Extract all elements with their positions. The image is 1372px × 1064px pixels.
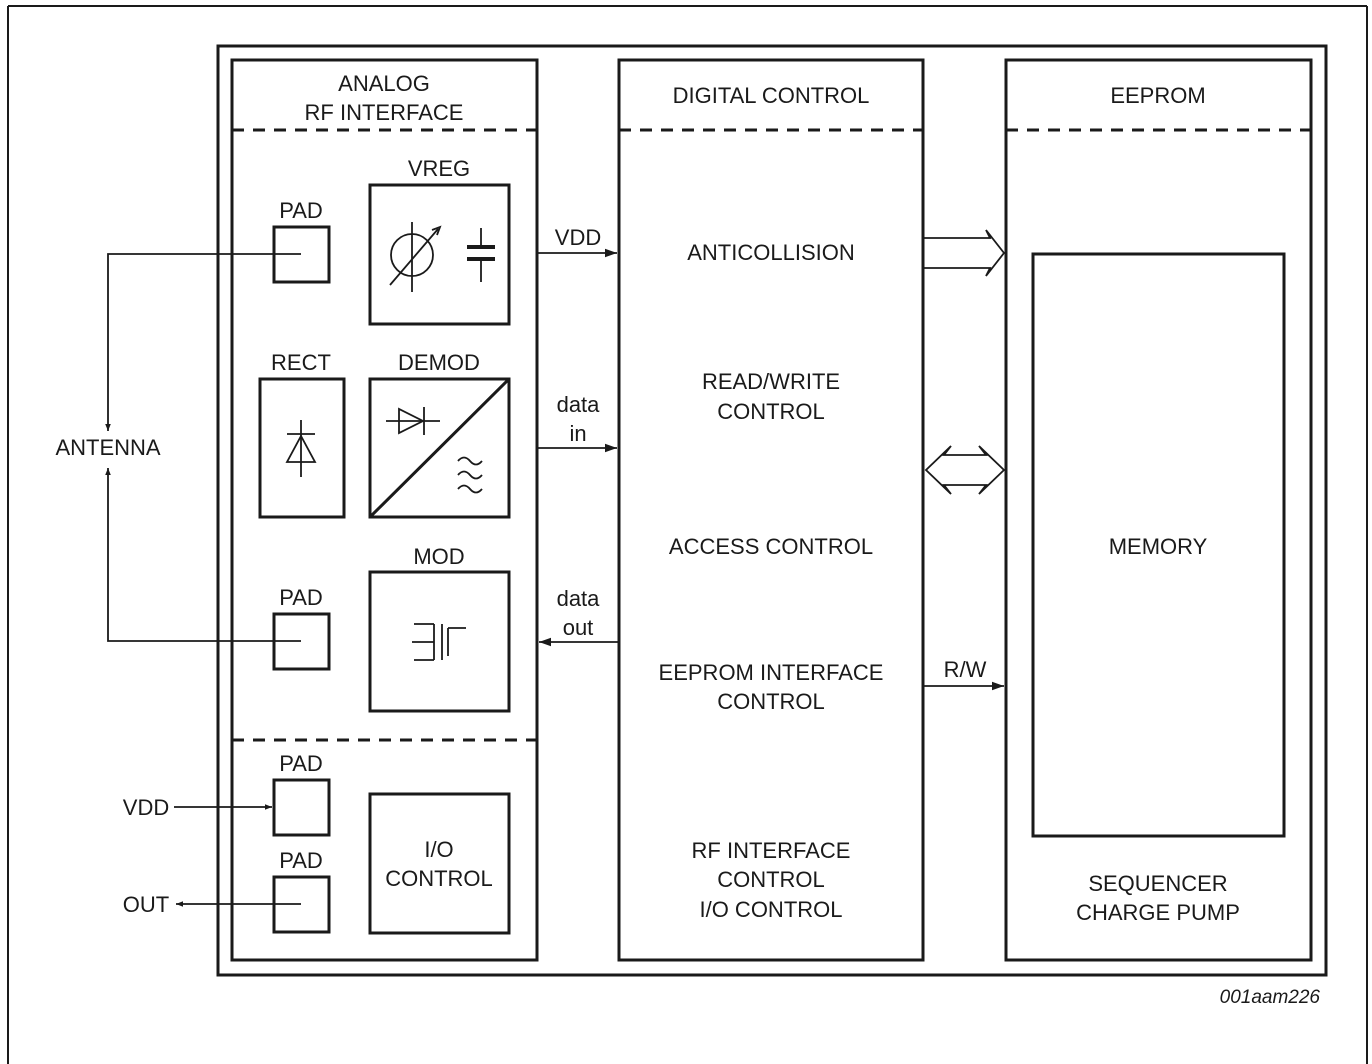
rw-signal: R/W — [923, 657, 1004, 691]
pad-out-label: PAD — [279, 848, 323, 873]
eeprom-interface-line2: CONTROL — [717, 689, 825, 714]
rf-interface-line1: RF INTERFACE — [692, 838, 851, 863]
mod-label: MOD — [413, 544, 464, 569]
diode-icon — [285, 420, 317, 477]
io-control-line1: I/O — [424, 837, 453, 862]
io-control-line2: CONTROL — [385, 866, 493, 891]
figure-reference: 001aam226 — [1220, 987, 1321, 1008]
access-control-label: ACCESS CONTROL — [669, 534, 873, 559]
data-in-signal: data in — [537, 392, 617, 453]
demod-label: DEMOD — [398, 350, 480, 375]
antenna-connections: ANTENNA — [55, 253, 301, 642]
antenna-label: ANTENNA — [55, 435, 160, 460]
vreg-box — [368, 183, 511, 326]
rf-interface-line2: CONTROL — [717, 867, 825, 892]
vdd-internal-signal: VDD — [537, 225, 617, 258]
vdd-external-signal: VDD — [123, 795, 272, 820]
data-out-line2: out — [563, 615, 594, 640]
eeprom-title: EEPROM — [1110, 83, 1205, 108]
variable-resistor-icon — [389, 222, 442, 292]
filter-wave-icon — [457, 456, 483, 494]
eeprom-interface-line1: EEPROM INTERFACE — [659, 660, 884, 685]
data-in-line1: data — [557, 392, 601, 417]
analog-rf-interface-block: ANALOG RF INTERFACE VREG PAD RECT — [230, 58, 539, 962]
demod-box — [368, 377, 511, 519]
analog-title-line1: ANALOG — [338, 71, 430, 96]
capacitor-icon — [467, 228, 495, 282]
pad-antenna-bottom-label: PAD — [279, 585, 323, 610]
data-out-line1: data — [557, 586, 601, 611]
data-out-signal: data out — [539, 586, 619, 647]
transistor-icon — [412, 623, 466, 661]
analog-title-line2: RF INTERFACE — [305, 100, 464, 125]
image-frame — [7, 5, 1368, 1064]
eeprom-block: EEPROM MEMORY SEQUENCER CHARGE PUMP — [1004, 58, 1313, 962]
bidirectional-bus-arrow — [924, 445, 1006, 495]
rw-label: R/W — [944, 657, 987, 682]
sequencer-line1: SEQUENCER — [1088, 871, 1227, 896]
pad-vdd — [272, 778, 331, 837]
vreg-label: VREG — [408, 156, 470, 181]
memory-label: MEMORY — [1109, 534, 1208, 559]
rect-label: RECT — [271, 350, 331, 375]
rw-control-line1: READ/WRITE — [702, 369, 840, 394]
out-signal: OUT — [123, 892, 301, 917]
io-control-box — [368, 792, 511, 935]
anticollision-label: ANTICOLLISION — [687, 240, 854, 265]
digital-title: DIGITAL CONTROL — [673, 83, 870, 108]
pad-vdd-label: PAD — [279, 751, 323, 776]
rect-box — [258, 377, 346, 519]
vdd-internal-label: VDD — [555, 225, 601, 250]
anticollision-bus-arrow — [924, 229, 1006, 277]
memory-box — [1031, 252, 1286, 838]
pad-antenna-top-label: PAD — [279, 198, 323, 223]
digital-control-block: DIGITAL CONTROL ANTICOLLISION READ/WRITE… — [617, 58, 925, 962]
chip-outline — [216, 44, 1328, 977]
vdd-external-label: VDD — [123, 795, 169, 820]
rf-interface-line3: I/O CONTROL — [699, 897, 842, 922]
sequencer-line2: CHARGE PUMP — [1076, 900, 1240, 925]
rw-control-line2: CONTROL — [717, 399, 825, 424]
data-in-line2: in — [569, 421, 586, 446]
demod-diode-icon — [386, 407, 440, 435]
out-label: OUT — [123, 892, 169, 917]
mod-box — [368, 570, 511, 713]
